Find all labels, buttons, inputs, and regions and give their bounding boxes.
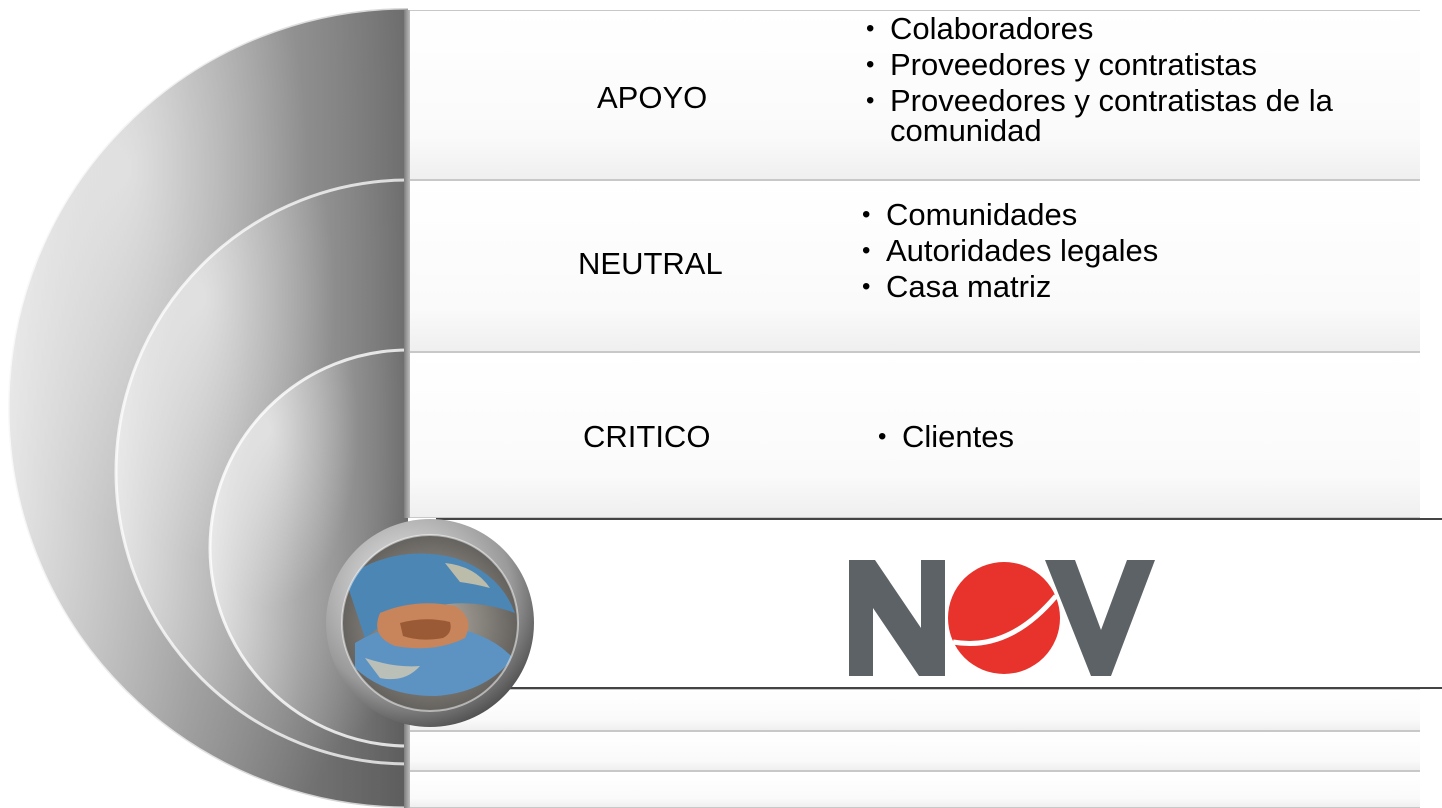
- band-edge: [404, 10, 410, 180]
- band-edge: [404, 352, 410, 518]
- critico-list: Clientes: [878, 421, 1278, 458]
- list-item: Proveedores y contratistas de la comunid…: [866, 85, 1426, 146]
- band-empty-2: [408, 731, 1420, 771]
- list-item: Autoridades legales: [862, 235, 1402, 266]
- list-item: Comunidades: [862, 199, 1402, 230]
- list-item: Proveedores y contratistas: [866, 49, 1426, 80]
- hands-globe-icon: [326, 519, 534, 727]
- list-item: Colaboradores: [866, 13, 1426, 44]
- band-empty-3: [408, 771, 1420, 808]
- band-edge: [404, 180, 410, 352]
- band-edge: [404, 731, 410, 771]
- nov-logo: [849, 560, 1155, 676]
- level-label-critico: CRITICO: [583, 419, 711, 454]
- level-label-apoyo: APOYO: [597, 80, 708, 115]
- level-label-neutral: NEUTRAL: [578, 246, 723, 281]
- neutral-list: Comunidades Autoridades legales Casa mat…: [862, 199, 1402, 308]
- list-item: Casa matriz: [862, 271, 1402, 302]
- band-edge: [404, 771, 410, 808]
- band-empty-1: [408, 689, 1420, 731]
- apoyo-list: Colaboradores Proveedores y contratistas…: [866, 13, 1426, 152]
- list-item: Clientes: [878, 421, 1278, 452]
